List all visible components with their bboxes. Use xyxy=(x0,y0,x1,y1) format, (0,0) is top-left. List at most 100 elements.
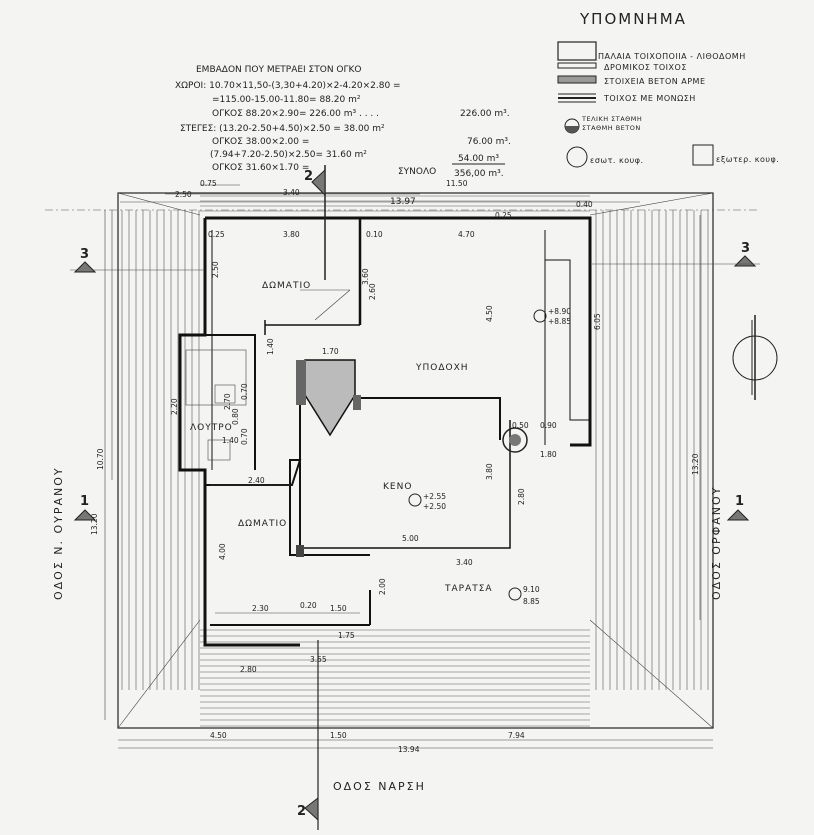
dimension-label: 0.20 xyxy=(300,601,317,610)
room-label-reception: ΥΠΟΔΟΧΗ xyxy=(415,363,469,373)
dimension-label: 6.05 xyxy=(593,313,602,330)
level-marker-icon xyxy=(508,587,522,601)
level-marker-icon xyxy=(408,493,422,507)
section-1-label: 1 xyxy=(80,494,89,509)
calc-line: ΟΓΚΟΣ 31.60×1.70 = xyxy=(212,163,309,173)
dimension-label: 0.40 xyxy=(576,200,593,209)
legend-label-interior-frame: εσωτ. κουφ. xyxy=(590,156,644,165)
volume-calculation: ΕΜΒΑΔΟΝ ΠΟΥ ΜΕΤΡΑΕΙ ΣΤΟΝ ΟΓΚΟ ΧΩΡΟΙ: 10.… xyxy=(175,65,511,179)
street-label-south: ΟΔΟΣ ΝΑΡΣΗ xyxy=(333,780,426,793)
dimension-label: 13.94 xyxy=(398,745,420,754)
street-label-east: ΟΔΟΣ ΟΡΦΑΝΟΥ xyxy=(710,486,723,600)
section-1-label-right: 1 xyxy=(735,494,744,509)
dimension-label: 2.40 xyxy=(248,476,265,485)
legend: ΥΠΟΜΝΗΜΑ ΠΑΛΑΙΑ ΤΟΙΧΟΠΟΙΙΑ - ΛΙΘΟΔΟΜΗ ΔΡ… xyxy=(557,10,779,168)
level-text: 8.85 xyxy=(523,597,540,606)
dimension-label: 2.20 xyxy=(170,398,179,415)
dimension-label: 0.25 xyxy=(495,211,512,220)
legend-swatch-insulated xyxy=(558,93,596,103)
bathtub xyxy=(185,349,247,406)
calc-total: 356,00 m³. xyxy=(454,169,504,179)
level-text: +2.50 xyxy=(423,502,446,511)
dimension-label: 10.70 xyxy=(96,448,105,470)
street-label-west: ΟΔΟΣ Ν. ΟΥΡΑΝΟΥ xyxy=(52,466,65,600)
dimension-label: 4.50 xyxy=(485,305,494,322)
dimension-label: 11.50 xyxy=(446,179,468,188)
concrete-column xyxy=(353,395,361,410)
dimension-label: 1.75 xyxy=(338,631,355,640)
dimension-label: 0.10 xyxy=(366,230,383,239)
dimension-label: 0.70 xyxy=(240,428,249,445)
calc-title: ΕΜΒΑΔΟΝ ΠΟΥ ΜΕΤΡΑΕΙ ΣΤΟΝ ΟΓΚΟ xyxy=(196,65,362,75)
sink xyxy=(207,439,231,461)
room-label-terrace: ΤΑΡΑΤΣΑ xyxy=(444,584,493,594)
section-markers: 3 3 1 1 2 2 xyxy=(70,165,760,830)
legend-label-final-level: ΤΕΛΙΚΗ ΣΤΑΘΜΗ xyxy=(581,115,642,123)
calc-total-label: ΣΥΝΟΛΟ xyxy=(398,167,436,177)
door-swing xyxy=(314,289,351,321)
legend-label-concrete: ΣΤΟΙΧΕΙΑ ΒΕΤΟΝ ΑΡΜΕ xyxy=(604,77,706,86)
dimension-label: 2.00 xyxy=(378,578,387,595)
exterior-frame-icon xyxy=(692,144,714,166)
legend-swatch-stone xyxy=(557,41,597,61)
concrete-column xyxy=(296,545,304,557)
level-text: +8.90 xyxy=(548,307,571,316)
dimension-label: 1.40 xyxy=(266,338,275,355)
section-2-label-bottom: 2 xyxy=(297,804,306,819)
legend-label-concrete-level: ΣΤΑΘΜΗ ΒΕΤΟΝ xyxy=(582,124,641,132)
dimension-label: 1.70 xyxy=(322,347,339,356)
dimension-label: 0.75 xyxy=(200,179,217,188)
calc-line: ΧΩΡΟΙ: 10.70×11,50-(3,30+4.20)×2-4.20×2.… xyxy=(175,81,401,91)
level-text: +2.55 xyxy=(423,492,446,501)
dimension-label: 1.50 xyxy=(330,731,347,740)
dimension-label: 3.40 xyxy=(283,188,300,197)
dimension-label: 2.30 xyxy=(252,604,269,613)
calc-line: =115.00-15.00-11.80= 88.20 m² xyxy=(212,95,361,105)
level-text: +8.85 xyxy=(548,317,571,326)
legend-swatch-concrete xyxy=(557,75,597,84)
legend-label-street-wall: ΔΡΟΜΙΚΟΣ ΤΟΙΧΟΣ xyxy=(604,63,687,72)
calc-line: ΟΓΚΟΣ 88.20×2.90= 226.00 m³ . . . . xyxy=(212,109,379,119)
level-marker-icon xyxy=(533,309,547,323)
legend-label-insulated: ΤΟΙΧΟΣ ΜΕ ΜΟΝΩΣΗ xyxy=(603,94,696,103)
room-label-void: ΚΕΝΟ xyxy=(383,482,412,492)
dimension-label: 0.50 xyxy=(512,421,529,430)
level-marker-fill-icon xyxy=(565,126,579,133)
round-column-core xyxy=(509,434,521,446)
interior-frame-icon xyxy=(566,146,588,168)
dimension-label: 3.80 xyxy=(485,463,494,480)
calc-result: 54.00 m³ xyxy=(458,154,499,164)
round-column xyxy=(502,427,528,453)
calc-line: ΣΤΕΓΕΣ: (13.20-2.50+4.50)×2.50 = 38.00 m… xyxy=(180,124,385,134)
room-label-room2: ΔΩΜΑΤΙΟ xyxy=(238,519,287,529)
dimension-label: 13.20 xyxy=(90,513,99,535)
dimension-label: 0.80 xyxy=(231,408,240,425)
concrete-column xyxy=(296,360,306,405)
room-label-room1: ΔΩΜΑΤΙΟ xyxy=(262,281,311,291)
dimension-label: 2.80 xyxy=(517,488,526,505)
dimension-label: 3.40 xyxy=(456,558,473,567)
dimension-label: 3.60 xyxy=(361,268,370,285)
calc-result: 226.00 m³. xyxy=(460,109,510,119)
dimension-label: 1.40 xyxy=(222,436,239,445)
dimension-label: 4.00 xyxy=(218,543,227,560)
dimension-label: 4.50 xyxy=(210,731,227,740)
legend-label-stone: ΠΑΛΑΙΑ ΤΟΙΧΟΠΟΙΙΑ - ΛΙΘΟΔΟΜΗ xyxy=(598,52,746,61)
calc-line: (7.94+7.20-2.50)×2.50= 31.60 m² xyxy=(210,150,367,160)
dimension-label: 2.50 xyxy=(175,190,192,199)
legend-label-exterior-frame: εξωτερ. κουφ. xyxy=(716,155,779,164)
legend-swatch-street-wall xyxy=(557,62,597,69)
fireplace xyxy=(304,359,356,437)
dimension-label: 5.00 xyxy=(402,534,419,543)
dimension-label: 2.50 xyxy=(211,261,220,278)
legend-title: ΥΠΟΜΝΗΜΑ xyxy=(579,10,687,28)
roof-hatching xyxy=(121,195,709,727)
dimensions: 0.75 2.50 3.40 11.50 13.97 0.25 3.80 0.1… xyxy=(90,179,701,754)
dimension-label: 1.80 xyxy=(540,450,557,459)
dimension-label: 2.60 xyxy=(368,283,377,300)
north-arrow-icon xyxy=(732,315,778,400)
section-3-label: 3 xyxy=(80,247,89,262)
dimension-label: 0.70 xyxy=(240,383,249,400)
toilet xyxy=(214,384,236,404)
